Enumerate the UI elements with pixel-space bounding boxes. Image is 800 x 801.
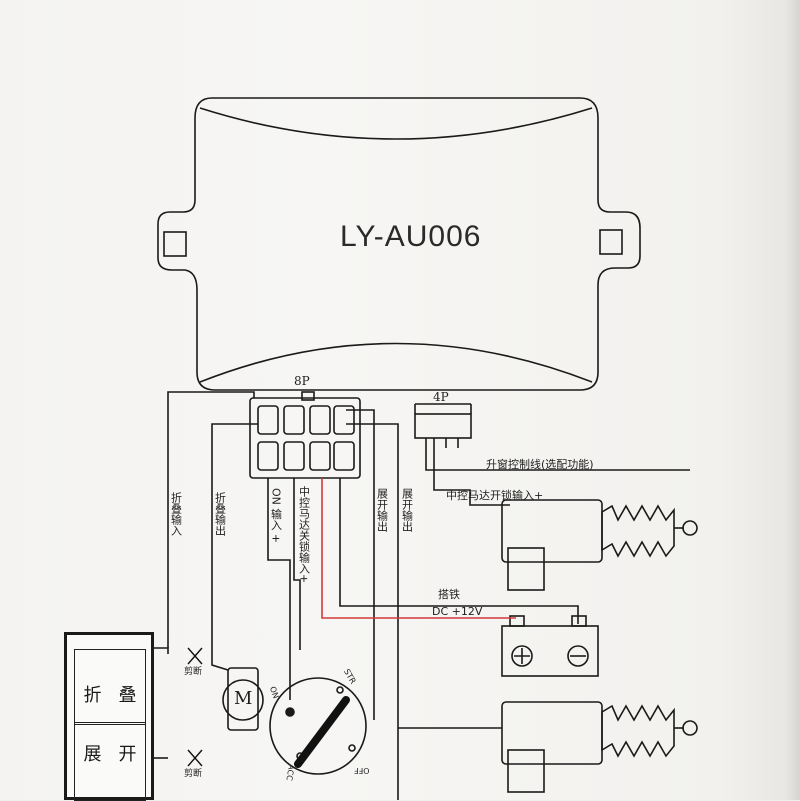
ignition-off-label: OFF: [354, 766, 370, 775]
connector-8p-body: [249, 397, 361, 479]
label-window-control: 升窗控制线(选配功能): [486, 458, 594, 471]
label-cut-2: 剪断: [184, 769, 203, 779]
fold-switch-panel: 折 叠 展 开: [64, 632, 154, 801]
actuator-1-eye: [682, 520, 698, 536]
wire-fold-input: [167, 391, 255, 648]
pin-2: [283, 405, 305, 435]
actuator-2-base: [507, 749, 545, 793]
wire-unfold-output-2: [346, 423, 399, 800]
label-ground: 搭铁: [438, 588, 460, 601]
cut-marker-1: [187, 647, 203, 665]
motor-housing: [227, 667, 259, 731]
battery-terminal-neg: [571, 615, 587, 627]
label-central-lock-input: 中控马达关锁输入+: [297, 486, 311, 584]
connector-4p-label: 4P: [433, 390, 449, 404]
label-dc-12v: DC +12V: [432, 605, 483, 618]
pin-3: [309, 405, 331, 435]
wire-motor-unlock: [433, 438, 510, 506]
actuator-1-base: [507, 547, 545, 591]
label-fold-output: 折叠输出: [213, 492, 227, 536]
fold-button-label-b: 叠: [118, 685, 137, 706]
module-outline: [157, 97, 641, 391]
unfold-button-label-b: 开: [118, 744, 137, 765]
fold-button-label-a: 折: [83, 685, 102, 706]
label-cut-1: 剪断: [184, 667, 203, 677]
ignition-key: [294, 696, 350, 768]
label-unfold-output-2: 展开输出: [400, 488, 414, 532]
unfold-button[interactable]: 展 开: [75, 724, 145, 781]
pin-7: [309, 441, 331, 471]
motor-circle: [222, 679, 264, 721]
label-on-input: ON 输入 +: [269, 488, 283, 544]
fold-button[interactable]: 折 叠: [75, 666, 145, 723]
pin-5: [257, 441, 279, 471]
connector-4p-bracket: [414, 403, 472, 414]
actuator-2-eye: [682, 720, 698, 736]
pin-4: [333, 405, 355, 435]
module-tab-right: [599, 229, 623, 255]
label-fold-input: 折叠输入: [169, 492, 183, 536]
wire-ground: [339, 478, 579, 624]
wire-fold-output: [211, 423, 258, 648]
motor-symbol: M: [234, 688, 253, 709]
wire-lock-input: [293, 478, 301, 650]
actuator-1-body: [501, 499, 603, 563]
pin-1: [257, 405, 279, 435]
battery-minus-symbol: [567, 645, 589, 667]
wire-unfold-output: [346, 409, 375, 720]
battery-terminal-pos: [509, 615, 525, 627]
ignition-switch: [269, 677, 367, 775]
actuator-1-boot: [601, 504, 675, 558]
module-top-curve: [199, 107, 593, 140]
module-model-label: LY-AU006: [340, 220, 482, 253]
wire-dc-12v: [321, 478, 516, 619]
module-bottom-curve: [199, 342, 593, 383]
connector-8p-latch: [301, 391, 315, 401]
pin-6: [283, 441, 305, 471]
label-unfold-output: 展开输出: [375, 488, 389, 532]
battery-plus-symbol: [511, 645, 533, 667]
unfold-button-label-a: 展: [83, 744, 102, 765]
paper-edge-shadow: [786, 0, 800, 800]
actuator-2-boot: [601, 704, 675, 758]
connector-8p-label: 8P: [294, 374, 310, 388]
connector-4p-body: [414, 413, 472, 439]
battery-body: [501, 625, 599, 677]
actuator-2-body: [501, 701, 603, 765]
wire-window-control: [425, 438, 690, 471]
pin-8: [333, 441, 355, 471]
cut-marker-2: [187, 749, 203, 767]
wire-on-input: [267, 478, 291, 700]
label-motor-unlock: 中控马达开锁输入+: [446, 489, 544, 502]
module-tab-left: [163, 231, 187, 257]
